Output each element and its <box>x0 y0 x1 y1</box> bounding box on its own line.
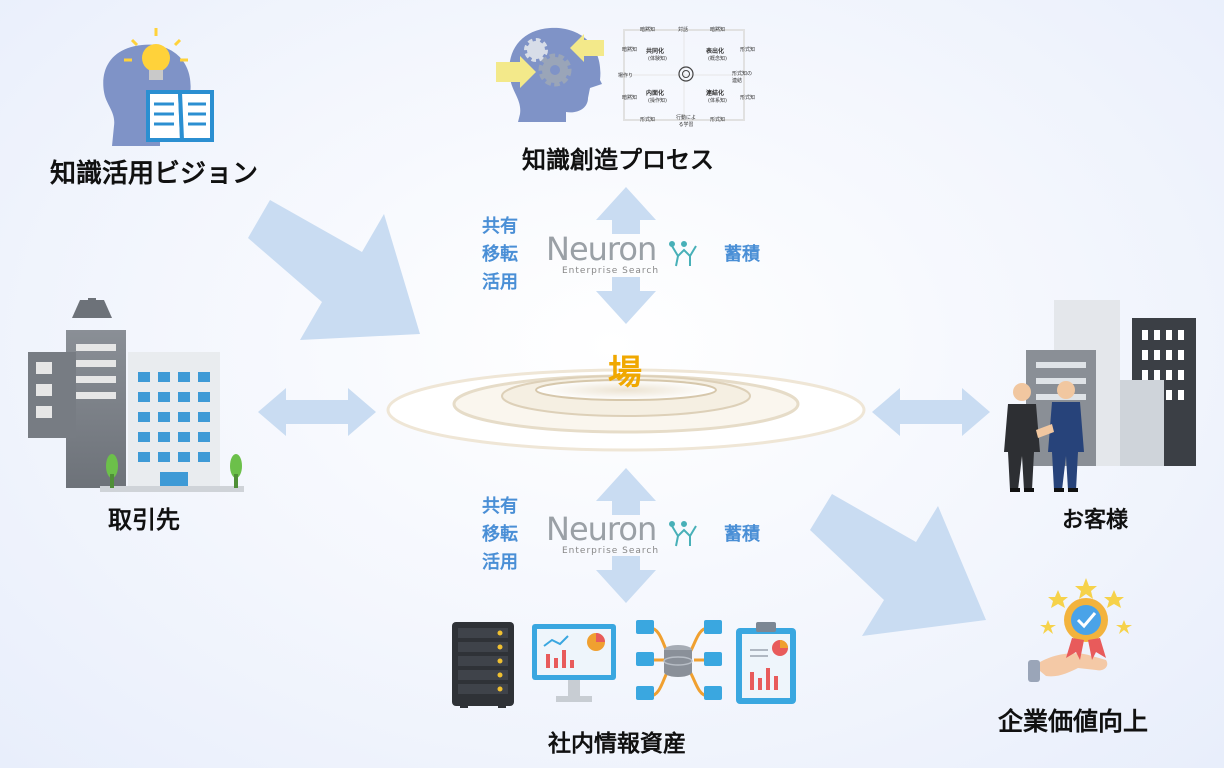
arrow-assets-down <box>596 556 656 603</box>
neuron-logo-bottom: Neuron Enterprise Search <box>546 512 666 556</box>
arrow-process-up <box>596 187 656 234</box>
seci-combination: 連結化 <box>706 90 725 97</box>
ba-ripple <box>386 368 866 452</box>
process-label: 知識創造プロセス <box>522 146 714 174</box>
seci-internalization: 内面化 <box>646 90 665 97</box>
value-award-icon <box>1028 578 1132 682</box>
seci-top-right: 暗黙知 <box>710 27 726 33</box>
partners-label: 取引先 <box>108 506 180 534</box>
seci-bottom-mid: 行動による学習 <box>675 115 696 128</box>
seci-diagram <box>623 29 745 121</box>
seci-externalization-sub: (概念知) <box>708 56 727 62</box>
seci-socialization: 共同化 <box>646 48 665 55</box>
neuron-tagline-bottom: Enterprise Search <box>562 546 660 556</box>
action-accumulate-top: 蓄積 <box>724 244 760 265</box>
action-transfer-top: 移転 <box>482 244 518 265</box>
network-nodes <box>636 620 722 700</box>
bottom-actions: 共有 移転 活用 <box>482 493 518 577</box>
seci-labels: 暗黙知 対話 暗黙知 共同化 (体験知) 表出化 (概念知) 場作り 形式知の連… <box>610 22 760 132</box>
seci-bottom-left: 形式知 <box>640 117 656 123</box>
arrow-assets-up <box>596 468 656 515</box>
neuron-brand-bottom: Neuron <box>546 510 657 548</box>
seci-top-left: 暗黙知 <box>640 27 656 33</box>
seci-internalization-sub: (操作知) <box>648 98 667 104</box>
monitor-chart-icon <box>532 624 616 702</box>
neuron-mark-bottom <box>669 521 697 547</box>
customers-icon <box>1004 300 1196 492</box>
seci-left-mid: 場作り <box>618 73 634 79</box>
arrow-process-down <box>596 277 656 324</box>
action-share-top: 共有 <box>482 216 518 237</box>
report-clipboard-icon <box>736 622 796 704</box>
vision-icon <box>103 28 214 147</box>
vision-label: 知識活用ビジョン <box>50 159 259 189</box>
customers-label: お客様 <box>1062 508 1129 533</box>
seci-top-mid: 対話 <box>678 27 689 33</box>
seci-left-bottom-side: 暗黙知 <box>622 95 638 101</box>
action-utilize-top: 活用 <box>482 272 518 293</box>
assets-label: 社内情報資産 <box>548 731 686 757</box>
neuron-tagline-top: Enterprise Search <box>562 266 660 276</box>
seci-right-mid: 形式知の連結 <box>732 71 753 84</box>
top-actions: 共有 移転 活用 <box>482 213 518 297</box>
seci-bottom-right: 形式知 <box>710 117 726 123</box>
arrow-vision-to-ba <box>248 200 420 340</box>
server-icon <box>452 622 514 708</box>
partners-building-icon <box>28 298 244 492</box>
process-head-icon <box>496 27 604 122</box>
seci-socialization-sub: (体験知) <box>648 56 667 62</box>
action-share-bottom: 共有 <box>482 496 518 517</box>
seci-right-bottom-side: 形式知 <box>740 95 756 101</box>
neuron-brand-top: Neuron <box>546 230 657 268</box>
ba-label: 場 <box>608 353 642 393</box>
value-label: 企業価値向上 <box>998 707 1149 736</box>
seci-right-top-side: 形式知 <box>740 47 756 53</box>
arrow-ba-customers <box>872 388 990 436</box>
arrow-ba-to-value <box>810 494 986 636</box>
action-utilize-bottom: 活用 <box>482 552 518 573</box>
flow-arrows <box>248 187 990 636</box>
neuron-logo-top: Neuron Enterprise Search <box>546 232 666 276</box>
seci-combination-sub: (体系知) <box>708 98 727 104</box>
action-accumulate-bottom: 蓄積 <box>724 524 760 545</box>
arrow-partners-ba <box>258 388 376 436</box>
action-transfer-bottom: 移転 <box>482 524 518 545</box>
neuron-mark-top <box>669 241 697 267</box>
seci-externalization: 表出化 <box>706 48 725 55</box>
seci-left-top-side: 暗黙知 <box>622 47 638 53</box>
